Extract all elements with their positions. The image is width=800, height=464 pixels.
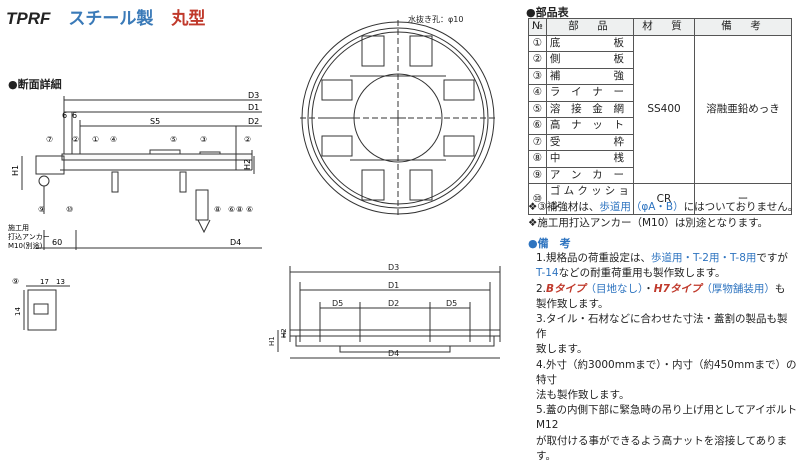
svg-text:⑨: ⑨	[12, 277, 19, 286]
svg-text:⑩: ⑩	[66, 205, 73, 214]
shape-label: 丸型	[171, 9, 206, 29]
col-part: 部 品	[545, 18, 635, 36]
model-name: TPRF	[6, 9, 51, 28]
svg-text:①: ①	[92, 135, 99, 144]
svg-text:D5: D5	[332, 299, 343, 308]
note-2: ❖施工用打込アンカー（M10）は別途となります。	[528, 216, 769, 229]
svg-text:D5: D5	[446, 299, 457, 308]
svg-text:D3: D3	[248, 91, 259, 100]
plan-view-drawing: 水抜き孔：φ10	[300, 14, 496, 215]
svg-text:D1: D1	[388, 281, 399, 290]
drain-hole-label: 水抜き孔：φ10	[408, 14, 463, 24]
material-label: スチール製	[68, 9, 154, 29]
rubber-remark: ー	[694, 183, 792, 215]
svg-text:⑥: ⑥	[246, 205, 253, 214]
remark-3: 3.タイル・石材などに合わせた寸法・蓋割の製品も製作致します。	[536, 313, 788, 356]
col-material: 材 質	[633, 18, 695, 36]
svg-text:D4: D4	[230, 238, 241, 247]
svg-text:60: 60	[52, 238, 62, 247]
svg-text:⑦: ⑦	[46, 135, 53, 144]
col-no: №	[528, 18, 547, 36]
table-row: ① 底板 SS400 溶融亜鉛めっき	[528, 34, 792, 184]
svg-text:6: 6	[72, 111, 77, 120]
svg-text:H1: H1	[11, 165, 20, 176]
remark-4: 4.外寸（約3000mmまで）・内寸（約450mmまで）の特寸法も製作致します。	[536, 358, 797, 402]
section-drawing: D3 D1 D2 S5 6 6 H1 H2 D4 60 ⑦ ② ① ④ ⑤ ③ …	[8, 91, 262, 331]
table-row: ⑩ ゴムクッション CR ー	[528, 183, 792, 215]
svg-text:D2: D2	[388, 299, 399, 308]
note-1: ❖③補強材は、歩道用（φA・B）にはついておりません。	[528, 201, 799, 213]
svg-text:6: 6	[62, 111, 67, 120]
svg-text:施工用: 施工用	[8, 223, 29, 232]
svg-text:打込アンカー: 打込アンカー	[8, 232, 50, 241]
notes: ❖③補強材は、歩道用（φA・B）にはついておりません。 ❖施工用打込アンカー（M…	[528, 200, 798, 231]
svg-text:D3: D3	[388, 263, 399, 272]
svg-text:②: ②	[72, 135, 79, 144]
svg-text:④: ④	[110, 135, 117, 144]
svg-text:13: 13	[56, 278, 65, 286]
svg-text:⑥: ⑥	[228, 205, 235, 214]
svg-text:D2: D2	[248, 117, 259, 126]
parts-table-title: ●部品表	[526, 6, 569, 19]
page-title: TPRF スチール製丸型	[6, 4, 205, 29]
svg-text:D4: D4	[388, 349, 399, 358]
col-remark: 備 考	[694, 18, 792, 36]
svg-text:H1: H1	[268, 336, 276, 346]
svg-text:H2: H2	[280, 328, 288, 338]
remarks-title: ●備 考	[528, 237, 571, 250]
svg-text:⑧: ⑧	[236, 205, 243, 214]
elevation-drawing: D3 D1 D5 D2 D5 H1 H2 D4	[268, 263, 501, 359]
svg-text:S5: S5	[150, 117, 160, 126]
svg-text:17: 17	[40, 278, 49, 286]
parts-table-header: № 部 品 材 質 備 考	[528, 18, 792, 36]
svg-text:14: 14	[14, 307, 22, 316]
svg-text:D1: D1	[248, 103, 259, 112]
svg-text:③: ③	[200, 135, 207, 144]
svg-text:H2: H2	[243, 159, 252, 170]
svg-text:⑤: ⑤	[170, 135, 177, 144]
svg-text:②: ②	[244, 135, 251, 144]
svg-text:M10(別途): M10(別途)	[8, 241, 43, 250]
svg-text:⑧: ⑧	[214, 205, 221, 214]
steel-remark: 溶融亜鉛めっき	[694, 34, 792, 184]
section-detail-title: ●断面詳細	[8, 78, 62, 91]
svg-text:⑨: ⑨	[38, 205, 45, 214]
steel-material: SS400	[633, 34, 695, 184]
remark-2: 2.Bタイプ（目地なし）・H7タイプ（厚物舗装用）も製作致します。	[536, 282, 786, 310]
